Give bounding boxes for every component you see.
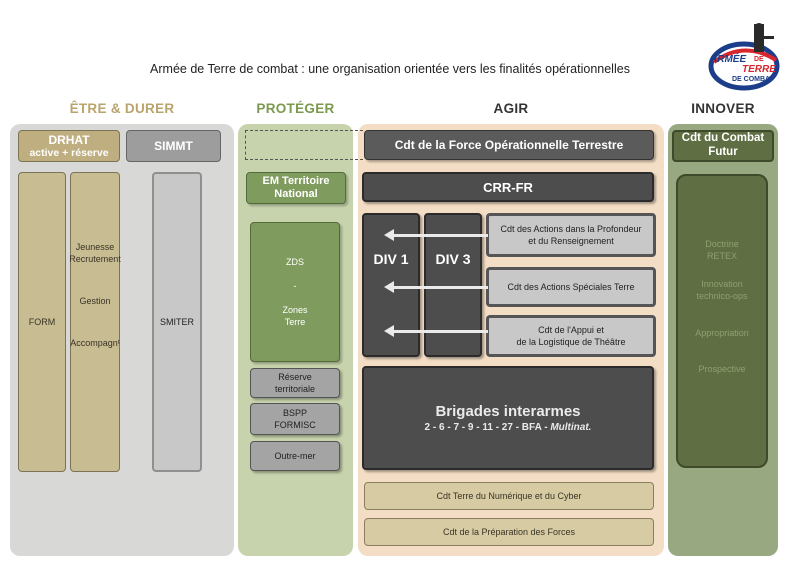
numerique-label: Cdt Terre du Numérique et du Cyber <box>436 490 582 501</box>
em-label-1: EM Territoire <box>262 174 330 187</box>
preparation-forces-box: Cdt de la Préparation des Forces <box>364 518 654 546</box>
outre-mer-box: Outre-mer <box>250 441 340 471</box>
reserve-territoriale-box: Réserve territoriale <box>250 368 340 398</box>
zds-label: ZDS <box>286 256 304 267</box>
speciales-label: Cdt des Actions Spéciales Terre <box>507 281 635 292</box>
innover-technico-ops: technico-ops <box>696 291 748 302</box>
drhat-label: DRHAT <box>48 133 90 147</box>
brigades-list: 2 - 6 - 7 - 9 - 11 - 27 - BFA - <box>424 422 551 433</box>
column-heading-proteger: PROTÉGER <box>256 101 335 116</box>
combat-futur-label-2: Futur <box>708 146 738 158</box>
smiter-label: SMITER <box>159 316 194 327</box>
logo-text-de: DE <box>754 56 764 63</box>
appui-label-2: de la Logistique de Théâtre <box>516 337 626 347</box>
reserve-label-1: Réserve <box>278 371 312 382</box>
simmt-label: SIMMT <box>154 139 193 153</box>
zones-label-2: Terre <box>284 317 306 328</box>
bspp-label-2: FORMISC <box>274 420 316 430</box>
em-label-2: National <box>274 188 318 200</box>
rh-recrutement: Recrutement <box>69 254 121 265</box>
zones-label-1: Zones <box>282 305 308 315</box>
bspp-formisc-box: BSPP FORMISC <box>250 403 340 435</box>
div3-label: DIV 3 <box>435 251 471 267</box>
cfot-box: Cdt de la Force Opérationnelle Terrestre <box>364 130 654 160</box>
innover-doctrine: Doctrine <box>705 239 739 249</box>
column-heading-etre-durer: ÊTRE & DURER <box>69 101 175 116</box>
form-box: FORM <box>18 172 66 472</box>
drhat-sublabel: active + réserve <box>29 147 109 159</box>
form-label: FORM <box>28 316 56 327</box>
profondeur-label-1: Cdt des Actions dans la Profondeur <box>500 223 642 234</box>
combat-futur-label-1: Cdt du Combat <box>681 132 765 145</box>
bspp-label-1: BSPP <box>282 407 307 418</box>
smiter-box: SMITER <box>152 172 202 472</box>
rh-box: Jeunesse Recrutement Gestion Accompagnᵗ <box>69 172 121 472</box>
cfot-label: Cdt de la Force Opérationnelle Terrestre <box>394 138 624 152</box>
zds-zones-terre-box: ZDS - Zones Terre <box>250 222 340 362</box>
armee-de-terre-logo: ARMÉE TERRE DE DE COMBAT <box>706 22 782 92</box>
simmt-box: SIMMT <box>126 130 221 162</box>
appui-logistique-box: Cdt de l'Appui et de la Logistique de Th… <box>486 315 656 357</box>
numerique-cyber-box: Cdt Terre du Numérique et du Cyber <box>364 482 654 510</box>
cdt-combat-futur-box: Cdt du Combat Futur <box>672 130 774 162</box>
drhat-box: DRHAT active + réserve <box>18 130 120 162</box>
logo-text-combat: DE COMBAT <box>732 76 774 83</box>
profondeur-renseignement-box: Cdt des Actions dans la Profondeur et du… <box>486 213 656 257</box>
diagram-title: Armée de Terre de combat : une organisat… <box>150 62 630 76</box>
innovation-areas-box: Doctrine RETEX Innovation technico-ops A… <box>676 174 768 468</box>
arrow-appui <box>384 325 488 337</box>
arrow-speciales <box>384 281 488 293</box>
innover-appropriation: Appropriation <box>695 327 749 338</box>
crr-fr-box: CRR-FR <box>362 172 654 202</box>
innover-retex: RETEX <box>706 251 737 262</box>
brigades-title: Brigades interarmes <box>435 403 581 420</box>
outre-mer-label: Outre-mer <box>274 450 316 461</box>
column-heading-innover: INNOVER <box>691 101 755 116</box>
rh-gestion: Gestion <box>79 296 111 307</box>
dashed-link-frame <box>245 130 363 160</box>
zds-dash: - <box>293 280 297 291</box>
profondeur-label-2: et du Renseignement <box>528 236 614 246</box>
div1-label: DIV 1 <box>373 251 409 267</box>
preparation-label: Cdt de la Préparation des Forces <box>442 526 576 537</box>
brigades-list-line: 2 - 6 - 7 - 9 - 11 - 27 - BFA - Multinat… <box>425 422 592 433</box>
reserve-label-2: territoriale <box>274 384 315 394</box>
appui-label-1: Cdt de l'Appui et <box>538 324 604 335</box>
div3-box: DIV 3 <box>424 213 482 357</box>
brigades-interarmes-box: Brigades interarmes 2 - 6 - 7 - 9 - 11 -… <box>362 366 654 470</box>
rh-jeunesse: Jeunesse <box>75 242 115 252</box>
crr-label: CRR-FR <box>483 179 533 195</box>
column-heading-agir: AGIR <box>493 101 529 116</box>
em-territoire-national-box: EM Territoire National <box>246 172 346 204</box>
actions-speciales-box: Cdt des Actions Spéciales Terre <box>486 267 656 307</box>
rh-accompagnement: Accompagnᵗ <box>70 338 120 349</box>
brigades-multinat: Multinat. <box>550 422 592 433</box>
innover-prospective: Prospective <box>698 363 746 374</box>
arrow-profondeur <box>384 229 488 241</box>
logo-text-armee: ARMÉE <box>710 54 747 65</box>
logo-text-terre: TERRE <box>742 64 776 75</box>
innover-innovation: Innovation <box>701 279 743 290</box>
